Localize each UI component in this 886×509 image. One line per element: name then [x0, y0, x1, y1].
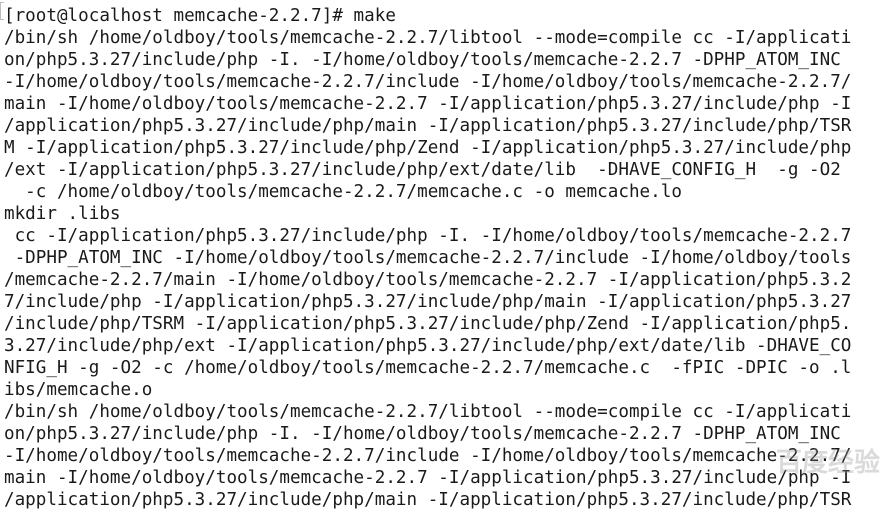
output-line: /ext -I/application/php5.3.27/include/ph… — [4, 160, 841, 180]
output-line: on/php5.3.27/include/php -I. -I/home/old… — [4, 50, 841, 70]
output-line: /application/php5.3.27/include/php/main … — [4, 116, 852, 136]
output-line: /bin/sh /home/oldboy/tools/memcache-2.2.… — [4, 402, 852, 422]
output-line: -I/home/oldboy/tools/memcache-2.2.7/incl… — [4, 72, 852, 92]
output-line: cc -I/application/php5.3.27/include/php … — [4, 226, 852, 246]
output-line: M -I/application/php5.3.27/include/php/Z… — [4, 138, 852, 158]
output-line: 3.27/include/php/ext -I/application/php5… — [4, 336, 852, 356]
command-prompt-line: [root@localhost memcache-2.2.7]# make — [4, 6, 396, 26]
output-line: /bin/sh /home/oldboy/tools/memcache-2.2.… — [4, 28, 852, 48]
output-line: on/php5.3.27/include/php -I. -I/home/old… — [4, 424, 841, 444]
output-line: /memcache-2.2.7/main -I/home/oldboy/tool… — [4, 270, 852, 290]
output-line: NFIG_H -g -O2 -c /home/oldboy/tools/memc… — [4, 358, 852, 378]
output-line: /application/php5.3.27/include/php/main … — [4, 490, 852, 509]
output-line: -c /home/oldboy/tools/memcache-2.2.7/mem… — [4, 182, 682, 202]
output-line: /include/php/TSRM -I/application/php5.3.… — [4, 314, 852, 334]
output-line: 7/include/php -I/application/php5.3.27/i… — [4, 292, 852, 312]
output-line: mkdir .libs — [4, 204, 121, 224]
output-line: -DPHP_ATOM_INC -I/home/oldboy/tools/memc… — [4, 248, 852, 268]
prompt-bracket-mark — [0, 2, 4, 20]
output-line: main -I/home/oldboy/tools/memcache-2.2.7… — [4, 94, 852, 114]
output-line: -I/home/oldboy/tools/memcache-2.2.7/incl… — [4, 446, 852, 466]
output-line: ibs/memcache.o — [4, 380, 153, 400]
output-line: main -I/home/oldboy/tools/memcache-2.2.7… — [4, 468, 852, 488]
